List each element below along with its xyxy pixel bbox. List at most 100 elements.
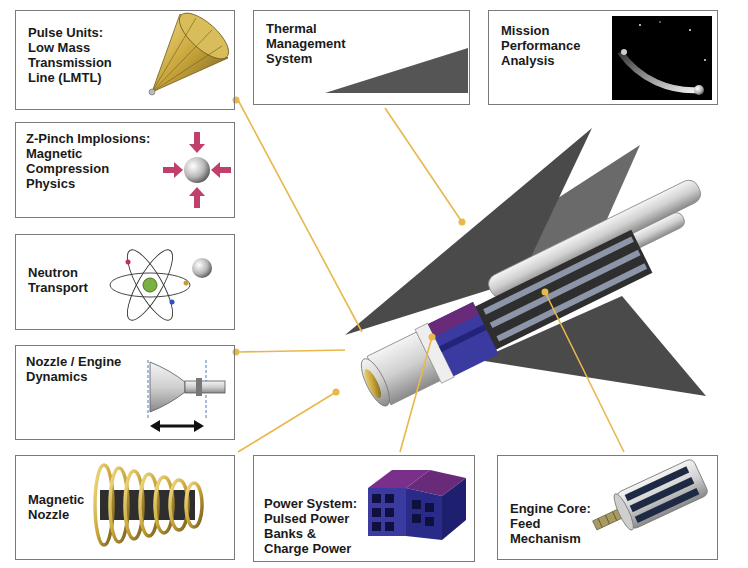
- leader-line: [545, 292, 624, 452]
- callout-box: Neutron Transport: [15, 234, 235, 330]
- z-pinch-icon: [174, 162, 183, 178]
- power-bank-icon: [425, 503, 434, 512]
- atom-icon: [120, 244, 181, 325]
- spacecraft-body: [439, 324, 487, 351]
- nozzle-icon: [148, 360, 149, 420]
- power-bank-icon: [412, 500, 421, 509]
- spacecraft-body: [474, 230, 652, 350]
- callout-box: Pulse Units: Low Mass Transmission Line …: [15, 10, 235, 110]
- callout-label: Thermal Management System: [266, 21, 356, 66]
- power-bank-icon: [385, 522, 394, 531]
- power-bank-icon: [368, 470, 466, 540]
- power-bank-icon: [368, 488, 406, 536]
- leader-dot: [233, 349, 240, 356]
- z-pinch-icon: [163, 132, 231, 208]
- z-pinch-icon: [184, 157, 210, 183]
- callout-box: Mission Performance Analysis: [488, 10, 718, 105]
- callout-label: Z-Pinch Implosions: Magnetic Compression…: [26, 131, 161, 191]
- engine-core-icon: [635, 488, 700, 523]
- cone-icon: [152, 46, 222, 92]
- leader-line: [238, 100, 624, 452]
- z-pinch-icon: [163, 167, 174, 173]
- callout-box: Thermal Management System: [253, 10, 470, 105]
- leader-line: [238, 350, 345, 352]
- atom-icon: [170, 300, 175, 305]
- leader-dot: [233, 97, 240, 104]
- z-pinch-icon: [211, 162, 220, 178]
- power-bank-icon: [372, 494, 381, 503]
- power-bank-icon: [372, 494, 434, 531]
- nozzle-icon: [185, 381, 225, 393]
- callout-label: Magnetic Nozzle: [28, 492, 100, 522]
- nozzle-icon: [156, 425, 198, 428]
- z-pinch-icon: [189, 144, 205, 153]
- spacecraft-body: [428, 302, 498, 376]
- callout-label: Nozzle / Engine Dynamics: [26, 354, 136, 384]
- cone-icon: [172, 6, 235, 67]
- leader-line: [238, 392, 336, 452]
- cone-icon: [152, 18, 196, 92]
- power-bank-icon: [372, 522, 381, 531]
- orbit-icon: [659, 21, 660, 22]
- power-bank-icon: [425, 517, 434, 526]
- callout-box: Nozzle / Engine Dynamics: [15, 345, 235, 440]
- coil-icon: [95, 465, 202, 545]
- z-pinch-icon: [189, 187, 205, 196]
- orbit-icon: [612, 16, 712, 100]
- atom-icon: [192, 258, 212, 278]
- callout-box: Engine Core: Feed Mechanism: [497, 455, 718, 560]
- spacecraft-body: [361, 367, 384, 400]
- power-bank-icon: [372, 508, 381, 517]
- atom-icon: [120, 244, 181, 325]
- power-bank-icon: [406, 488, 442, 540]
- z-pinch-icon: [194, 132, 200, 144]
- leader-line: [385, 108, 462, 222]
- callout-box: Z-Pinch Implosions: Magnetic Compression…: [15, 122, 235, 218]
- leader-dot: [542, 289, 549, 296]
- z-pinch-icon: [220, 167, 231, 173]
- spacecraft-body: [356, 355, 395, 410]
- engine-core-icon: [586, 458, 709, 544]
- cone-icon: [149, 6, 236, 95]
- cone-icon: [152, 30, 212, 92]
- engine-core-icon: [613, 512, 617, 521]
- orbit-icon: [639, 24, 641, 26]
- orbit-icon: [694, 85, 704, 95]
- nozzle-icon: [150, 362, 185, 412]
- nozzle-icon: [150, 420, 160, 432]
- spacecraft-body: [490, 250, 641, 328]
- leader-dot: [333, 389, 340, 396]
- engine-core-icon: [605, 515, 609, 524]
- atom-icon: [110, 273, 190, 297]
- spacecraft-body: [496, 263, 647, 341]
- power-bank-icon: [385, 494, 394, 503]
- coil-icon: [186, 483, 202, 527]
- orbit-icon: [612, 16, 712, 100]
- orbit-icon: [704, 59, 706, 61]
- nozzle-icon: [196, 378, 202, 396]
- callout-label: Engine Core: Feed Mechanism: [510, 501, 600, 546]
- leader-dot: [459, 219, 466, 226]
- leader-dot: [429, 334, 436, 341]
- z-pinch-icon: [163, 132, 231, 208]
- callout-label: Mission Performance Analysis: [501, 23, 596, 68]
- cone-icon: [149, 89, 155, 95]
- orbit-icon: [620, 52, 700, 90]
- z-pinch-icon: [194, 196, 200, 208]
- leader-line: [238, 100, 362, 332]
- atom-icon: [126, 260, 131, 265]
- callout-box: Magnetic Nozzle: [15, 455, 235, 560]
- atom-icon: [110, 244, 212, 325]
- leader-line: [400, 337, 432, 452]
- power-bank-icon: [385, 508, 394, 517]
- spacecraft-body: [483, 236, 634, 314]
- atom-icon: [143, 278, 157, 292]
- orbit-icon: [689, 29, 691, 31]
- orbit-icon: [621, 49, 627, 55]
- callout-label: Power System: Pulsed Power Banks & Charg…: [264, 496, 361, 556]
- wedge-icon: [325, 48, 468, 93]
- coil-icon: [95, 465, 202, 545]
